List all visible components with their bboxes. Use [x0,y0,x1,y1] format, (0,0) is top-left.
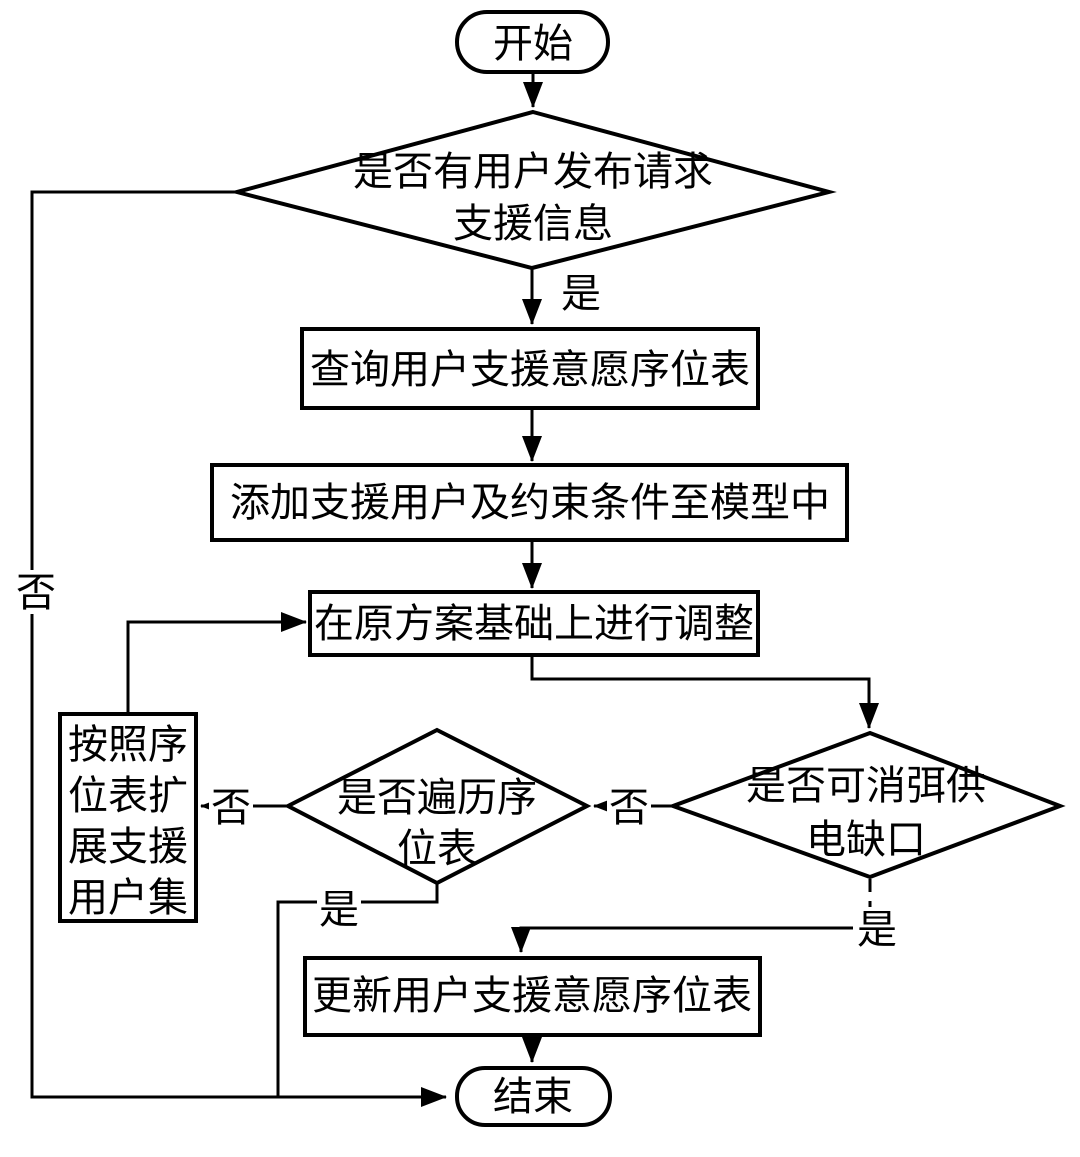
svg-text:否: 否 [16,570,56,616]
edge-decision-request-no [30,190,447,1107]
decision-request-shape [229,109,837,271]
svg-text:是: 是 [319,887,359,933]
svg-text:按照序: 按照序 [68,722,188,768]
process-add-shape [210,463,849,542]
decision-gap-shape [667,730,1066,880]
label-no-decision-gap: 否 [607,785,651,831]
process-update-shape [303,956,762,1037]
svg-text:更新用户支援意愿序位表: 更新用户支援意愿序位表 [312,973,752,1019]
svg-text:否: 否 [211,785,251,831]
decision-traverse-shape [283,727,592,886]
end-terminator-shape [455,1066,612,1127]
svg-text:位表扩: 位表扩 [68,773,188,819]
svg-text:开始: 开始 [493,21,573,67]
process-expand-shape [58,712,198,923]
svg-text:否: 否 [609,785,649,831]
svg-text:在原方案基础上进行调整: 在原方案基础上进行调整 [314,601,754,647]
process-expand-support-user-set: 按照序 位表扩 展支援 用户集 [58,712,198,923]
label-yes-after-decision-request: 是 [561,271,601,317]
process-add-support-users-constraints: 添加支援用户及约束条件至模型中 [210,463,849,542]
process-query-willingness-table: 查询用户支援意愿序位表 [300,327,760,410]
decision-request-support: 是否有用户发布请求 支援信息 [229,109,837,271]
svg-text:是否遍历序: 是否遍历序 [337,775,537,821]
svg-text:用户集: 用户集 [68,875,188,921]
edge-decision-gap-yes [511,926,853,953]
svg-text:展支援: 展支援 [68,824,188,870]
process-update-willingness-table: 更新用户支援意愿序位表 [303,956,762,1037]
svg-text:是否有用户发布请求: 是否有用户发布请求 [353,149,713,195]
label-no-decision-request-loop: 否 [14,570,58,616]
svg-text:添加支援用户及约束条件至模型中: 添加支援用户及约束条件至模型中 [230,480,830,526]
label-yes-decision-gap: 是 [855,907,899,953]
svg-text:是否可消弭供: 是否可消弭供 [746,763,986,809]
decision-traverse-ranking-table: 是否遍历序 位表 [283,727,592,886]
label-yes-decision-traverse: 是 [317,887,361,933]
process-query-shape [300,327,760,410]
process-adjust-original-plan: 在原方案基础上进行调整 [308,590,760,657]
svg-text:是: 是 [561,271,601,317]
process-adjust-shape [308,590,760,657]
svg-text:支援信息: 支援信息 [453,201,613,247]
label-no-decision-traverse: 否 [209,785,253,831]
svg-text:查询用户支援意愿序位表: 查询用户支援意愿序位表 [310,347,750,393]
svg-text:电缺口: 电缺口 [806,817,926,863]
edge-adjust-to-decision-gap [530,655,879,729]
decision-eliminate-supply-gap: 是否可消弭供 电缺口 [667,730,1066,880]
svg-text:位表: 位表 [397,826,477,872]
start-node: 开始 [455,10,610,74]
edge-expand-to-adjust [126,612,307,714]
svg-text:结束: 结束 [493,1074,573,1120]
start-terminator-shape [455,10,610,74]
end-node: 结束 [455,1066,612,1127]
svg-text:是: 是 [857,907,897,953]
